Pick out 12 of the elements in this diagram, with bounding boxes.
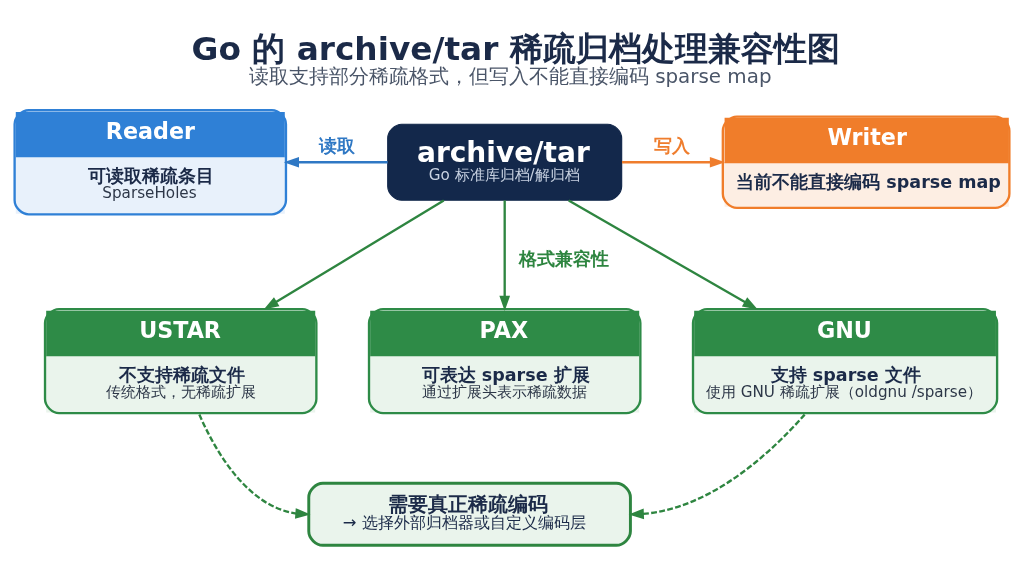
arrow <box>283 156 388 168</box>
arrow <box>628 413 806 520</box>
arrow <box>499 200 510 312</box>
edge-label: 读取 <box>319 135 356 156</box>
arrow <box>198 414 311 519</box>
node-box: 需要真正稀疏编码 → 选择外部归档器或自定义编码层 <box>307 481 632 547</box>
edge-label: 写入 <box>653 135 690 156</box>
arrow <box>568 199 758 310</box>
node-box: archive/tar Go 标准库归档/解归档 <box>387 123 623 201</box>
arrow <box>622 156 726 168</box>
edge-label: 格式兼容性 <box>518 249 609 270</box>
arrow <box>263 199 445 310</box>
